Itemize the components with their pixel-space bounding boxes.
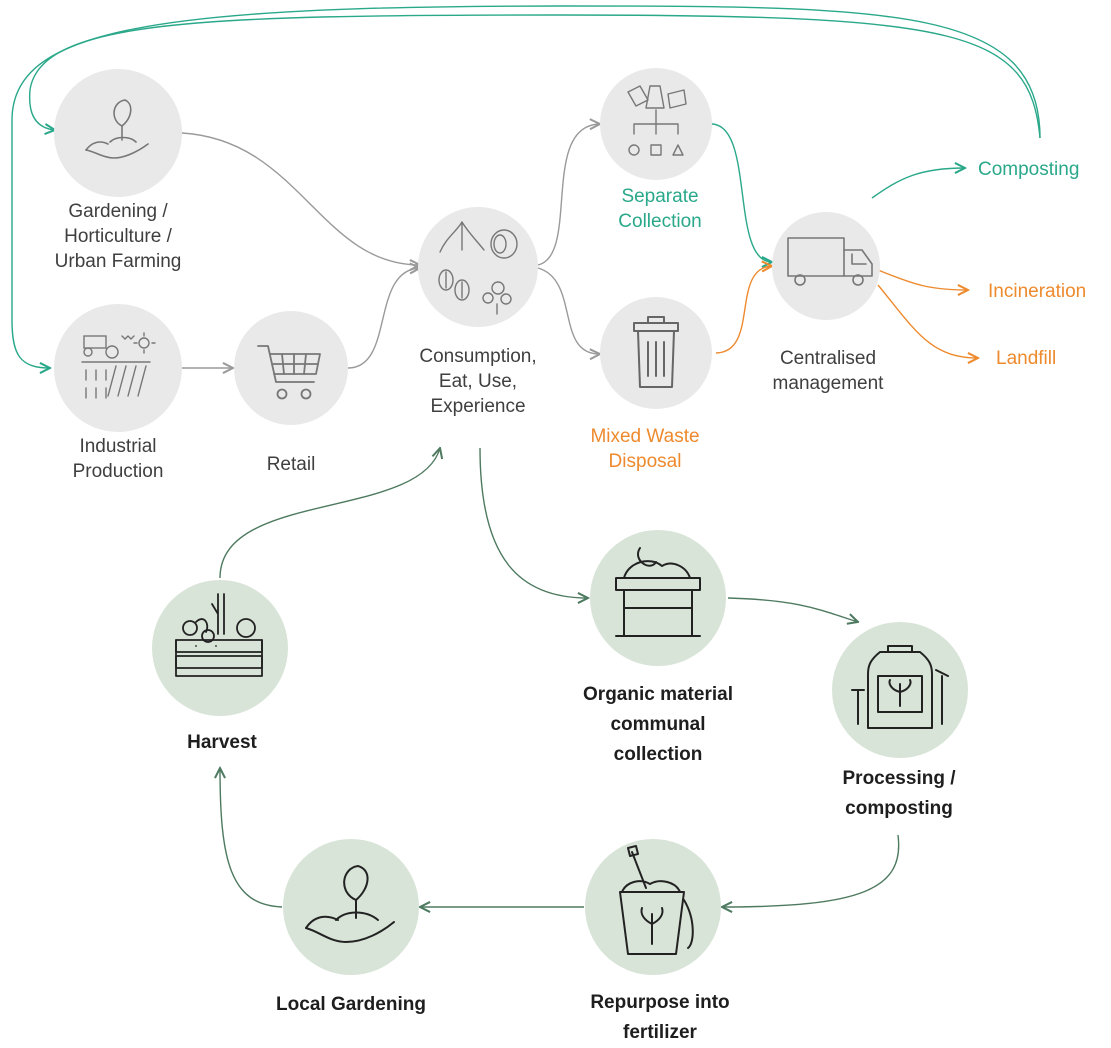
outcome-incineration: Incineration: [988, 281, 1087, 302]
node-processing: [832, 622, 968, 758]
trash-bin-icon: [633, 316, 679, 388]
edge-mixed-centralised: [715, 266, 772, 354]
edge-retail-consumption: [347, 268, 420, 369]
food-waste-icon: [438, 221, 518, 315]
label-mixed: Mixed Waste Disposal: [590, 426, 700, 472]
label-organic: Organic material communal collection: [583, 684, 733, 765]
label-gardening: Gardening / Horticulture / Urban Farming: [54, 201, 182, 272]
label-centralised: Centralised management: [772, 348, 884, 394]
edge-organic-processing: [727, 597, 858, 622]
edge-gardening-consumption: [181, 132, 420, 265]
label-local: Local Gardening: [276, 994, 426, 1015]
edge-processing-repurpose: [722, 834, 900, 907]
edge-harvest-consumption: [219, 448, 440, 579]
label-consumption: Consumption, Eat, Use, Experience: [419, 346, 537, 417]
label-retail: Retail: [266, 454, 316, 475]
edge-consumption-separate: [537, 124, 600, 266]
node-mixed: [600, 297, 712, 409]
edge-separate-centralised: [711, 123, 772, 262]
label-harvest: Harvest: [187, 732, 257, 753]
edge-consumption-organic: [479, 447, 588, 598]
edge-centralised-landfill: [877, 284, 978, 358]
fertilizer-bucket-icon: [619, 845, 694, 955]
edge-composting-to-gardening: [28, 14, 1041, 139]
node-centralised: [772, 212, 880, 320]
edge-centralised-incineration: [877, 269, 968, 290]
node-separate: [600, 68, 712, 180]
edge-centralised-composting: [871, 168, 965, 199]
truck-icon: [787, 237, 873, 286]
label-processing: Processing / composting: [842, 768, 956, 819]
edge-local-harvest: [220, 768, 283, 908]
compost-bin-icon: [615, 547, 701, 637]
label-separate: Separate Collection: [618, 186, 702, 232]
label-repurpose: Repurpose into fertilizer: [590, 992, 730, 1043]
node-harvest: [152, 580, 288, 716]
node-repurpose: [585, 839, 721, 975]
node-gardening: [54, 69, 182, 197]
node-industrial: [54, 304, 182, 432]
node-consumption: [418, 207, 538, 327]
sorting-icon: [627, 85, 687, 156]
edge-consumption-mixed: [537, 267, 600, 354]
edge-composting-to-industrial: [11, 5, 1041, 368]
label-industrial: Industrial Production: [72, 436, 164, 482]
harvest-crate-icon: [175, 593, 263, 677]
node-local: [283, 839, 419, 975]
node-retail: [234, 311, 348, 425]
outcome-composting: Composting: [978, 159, 1080, 180]
node-organic: [590, 530, 726, 666]
shopping-cart-icon: [257, 345, 321, 400]
hand-sprout-icon: [85, 99, 149, 159]
outcome-landfill: Landfill: [996, 348, 1057, 369]
compost-machine-icon: [851, 645, 949, 729]
hand-sprout-icon: [305, 865, 395, 943]
tractor-field-icon: [81, 332, 156, 399]
